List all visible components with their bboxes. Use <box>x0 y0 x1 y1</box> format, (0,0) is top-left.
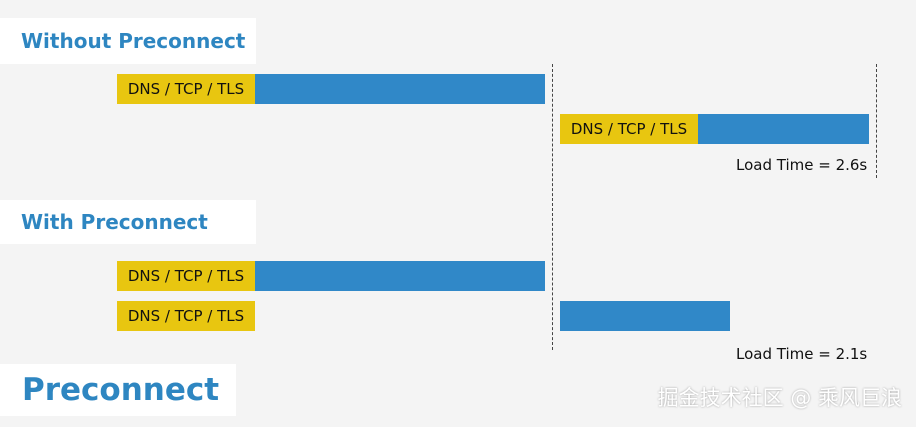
download-segment <box>255 74 545 104</box>
dns-tcp-tls-segment: DNS / TCP / TLS <box>560 114 698 144</box>
preconnect-main-title: Preconnect <box>0 364 236 416</box>
load-time-with: Load Time = 2.1s <box>736 345 868 363</box>
bar-with-2: DNS / TCP / TLS <box>117 301 730 331</box>
bar-with-1: DNS / TCP / TLS <box>117 261 545 291</box>
dashed-marker-line <box>876 64 877 178</box>
download-segment <box>255 261 545 291</box>
dns-tcp-tls-segment: DNS / TCP / TLS <box>117 301 255 331</box>
without-preconnect-title: Without Preconnect <box>0 18 256 64</box>
dns-tcp-tls-segment: DNS / TCP / TLS <box>117 74 255 104</box>
download-segment <box>560 301 730 331</box>
bar-without-2: DNS / TCP / TLS <box>560 114 869 144</box>
watermark-text: 掘金技术社区 @ 乘风巨浪 <box>657 386 902 410</box>
dns-tcp-tls-segment: DNS / TCP / TLS <box>117 261 255 291</box>
preconnect-gap <box>255 301 560 331</box>
with-preconnect-title: With Preconnect <box>0 200 256 244</box>
download-segment <box>698 114 869 144</box>
load-time-without: Load Time = 2.6s <box>736 156 868 174</box>
dashed-marker-line <box>552 64 553 350</box>
bar-without-1: DNS / TCP / TLS <box>117 74 545 104</box>
